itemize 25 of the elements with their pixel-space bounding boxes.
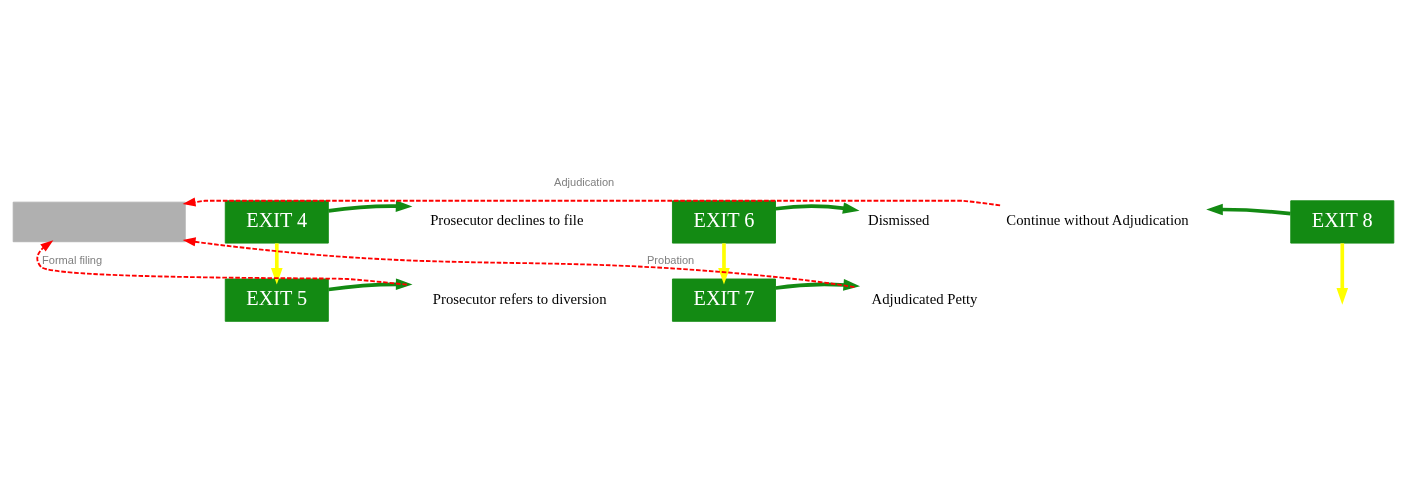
arrow (1336, 242, 1349, 305)
arrow (328, 277, 413, 291)
arrow (271, 242, 283, 285)
arrow (775, 201, 860, 214)
edge-label: Adjudication (554, 175, 615, 188)
arrow (182, 197, 1002, 207)
node-box: EXIT 5 (224, 278, 329, 322)
arrow (718, 242, 730, 285)
node-bar (12, 201, 186, 242)
edge-label: Probation (646, 253, 695, 266)
node-box: EXIT 6 (672, 199, 776, 244)
node-text: Continue without Adjudication (1006, 211, 1189, 228)
node-text: Adjudicated Petty (871, 290, 978, 307)
node-text: Dismissed (868, 211, 930, 228)
arrow (1206, 203, 1291, 215)
edge-label: Formal filing (42, 253, 103, 266)
node-box: EXIT 4 (224, 199, 329, 244)
node-box: EXIT 8 (1290, 199, 1395, 244)
node-box: EXIT 7 (672, 278, 776, 322)
arrow (328, 199, 413, 213)
arrow (36, 239, 408, 286)
node-text: Prosecutor declines to file (430, 211, 584, 228)
node-text: Prosecutor refers to diversion (432, 290, 607, 307)
arrow (182, 236, 856, 288)
arrow (775, 278, 861, 291)
